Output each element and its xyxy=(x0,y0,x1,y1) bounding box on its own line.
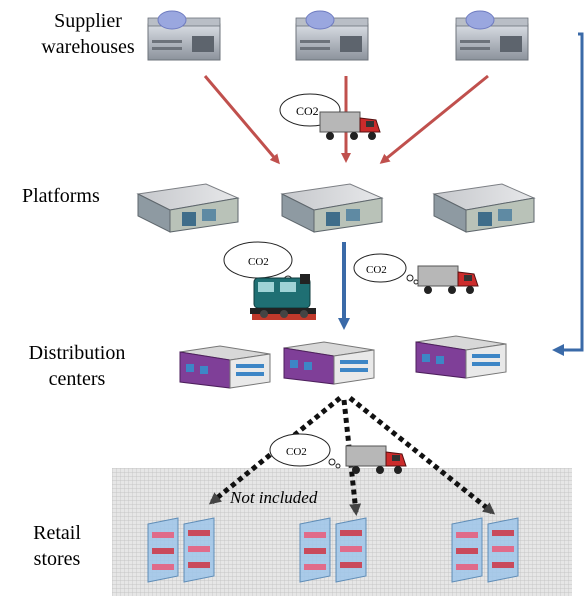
retail-shelf-icon xyxy=(147,517,215,583)
arrow-store-3 xyxy=(348,396,496,515)
co2-label: CO2 xyxy=(248,256,269,268)
co2-label: CO2 xyxy=(286,446,307,458)
platform-building-icon xyxy=(432,183,536,233)
label-platforms: Platforms xyxy=(22,185,100,207)
arrow-supplier-1 xyxy=(203,75,280,165)
label-supplier-warehouses: Supplier warehouses xyxy=(41,10,135,58)
train-icon xyxy=(250,274,316,320)
retail-shelf-icon xyxy=(299,517,367,583)
label-distribution-centers: Distribution centers xyxy=(28,342,126,390)
distribution-center-icon xyxy=(283,341,375,385)
label-retail-stores: Retail stores xyxy=(33,522,81,570)
distribution-center-icon xyxy=(415,335,507,379)
retail-shelf-icon xyxy=(451,517,519,583)
co2-label: CO2 xyxy=(366,264,387,276)
warehouse-icon xyxy=(455,10,529,61)
truck-icon xyxy=(319,111,381,140)
distribution-center-icon xyxy=(179,345,271,389)
platform-building-icon xyxy=(136,183,240,233)
truck-icon xyxy=(345,445,407,474)
platform-building-icon xyxy=(280,183,384,233)
arrow-supplier-3 xyxy=(379,74,489,164)
co2-cloud-icon: CO2 xyxy=(353,253,419,285)
warehouse-icon xyxy=(295,10,369,61)
co2-cloud-icon: CO2 xyxy=(269,433,341,469)
truck-icon xyxy=(417,265,479,294)
not-included-note: Not included xyxy=(230,488,318,507)
warehouse-icon xyxy=(147,10,221,61)
direct-supplier-to-dc-arrow xyxy=(552,32,584,356)
co2-label: CO2 xyxy=(296,104,319,118)
